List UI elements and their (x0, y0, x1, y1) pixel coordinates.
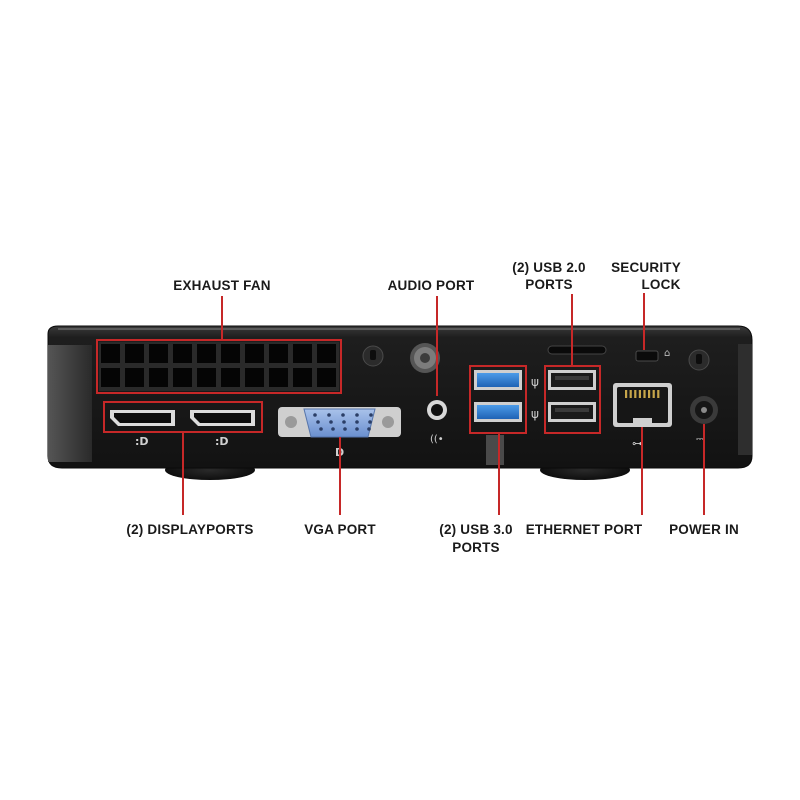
vga-connector[interactable] (278, 407, 401, 438)
grille-slot (269, 368, 288, 387)
vga-pin (342, 420, 346, 424)
usb20-label-line2: PORTS (525, 277, 573, 292)
grille-slot (149, 344, 168, 363)
vga-pin (331, 427, 335, 431)
chassis-screw-1 (362, 345, 384, 367)
grille-slot (317, 344, 336, 363)
grille-slot (173, 368, 192, 387)
displayport-icon: :D (135, 435, 149, 448)
usb3-port-bottom[interactable] (474, 402, 522, 422)
audio-port-label: AUDIO PORT (388, 278, 475, 293)
vga-pin (327, 413, 331, 417)
audio-jack[interactable] (427, 400, 447, 420)
rj45-contact (648, 390, 651, 398)
displayport-2[interactable] (190, 410, 255, 426)
usb-icon: ψ (531, 407, 539, 421)
grille-slot (101, 368, 120, 387)
exhaust-fan-label: EXHAUST FAN (173, 278, 270, 293)
vga-pin (368, 420, 372, 424)
rj45-contact (629, 390, 632, 398)
vga-pin (355, 413, 359, 417)
vga-pin (329, 420, 333, 424)
dc-power-icon: ⎓ (696, 434, 704, 445)
grille-slot (245, 368, 264, 387)
grille-slot (293, 344, 312, 363)
security-lock-label-line1: SECURITY (611, 260, 681, 275)
rj45-contact (643, 390, 646, 398)
vga-pin (367, 427, 371, 431)
callouts (96, 293, 705, 515)
grille-slot (173, 344, 192, 363)
exhaust-fan-highlight (96, 339, 342, 394)
grille-slot (245, 344, 264, 363)
chassis-screw-2 (688, 349, 710, 371)
grille-slot (221, 368, 240, 387)
usb30-label-line1: (2) USB 3.0 (439, 522, 512, 537)
vga-pin (369, 413, 373, 417)
right-bezel (738, 344, 752, 455)
grille-slot (125, 368, 144, 387)
power-in-label: POWER IN (669, 522, 739, 537)
grille-slot (269, 344, 288, 363)
displayports-label: (2) DISPLAYPORTS (126, 522, 253, 537)
grille-slot (197, 368, 216, 387)
vga-pin (316, 420, 320, 424)
vga-pin (313, 413, 317, 417)
rj45-contact (625, 390, 628, 398)
grille-slot (149, 368, 168, 387)
rj45-contact (652, 390, 655, 398)
network-icon: ⊶ (632, 437, 643, 450)
grille-slot (221, 344, 240, 363)
grille-slot (125, 344, 144, 363)
vga-pin (343, 427, 347, 431)
usb30-label-line2: PORTS (452, 540, 500, 555)
displayport-icon: :D (215, 435, 229, 448)
grille-slot (317, 368, 336, 387)
lock-icon: ⌂ (664, 348, 670, 359)
ethernet-jack[interactable] (613, 383, 672, 427)
usb3-port-top[interactable] (474, 370, 522, 390)
rj45-contact (657, 390, 660, 398)
power-in-jack[interactable] (690, 396, 718, 424)
usb2-port-top[interactable] (548, 370, 596, 390)
grille-slot (293, 368, 312, 387)
vga-pin (319, 427, 323, 431)
usb2-port-bottom[interactable] (548, 402, 596, 422)
usb-icon: ψ (531, 375, 539, 389)
vga-pin (355, 427, 359, 431)
thumb-screw (410, 343, 440, 373)
grille-slot (197, 344, 216, 363)
ethernet-port-label: ETHERNET PORT (526, 522, 643, 537)
displayport-1[interactable] (110, 410, 175, 426)
vga-port-label: VGA PORT (304, 522, 376, 537)
security-lock-slot[interactable] (635, 350, 659, 362)
rj45-contact (634, 390, 637, 398)
left-bezel (48, 345, 92, 462)
headphone-icon: ((• (430, 434, 444, 445)
vga-pin (341, 413, 345, 417)
exhaust-fan-grille (99, 342, 339, 391)
card-slot (547, 345, 607, 355)
vga-pin (355, 420, 359, 424)
label-group: EXHAUST FAN AUDIO PORT (2) USB 2.0 PORTS… (126, 260, 739, 555)
grille-slot (101, 344, 120, 363)
rj45-contact (638, 390, 641, 398)
stand-connector (486, 435, 504, 465)
usb20-label-line1: (2) USB 2.0 (512, 260, 585, 275)
security-lock-label-line2: LOCK (641, 277, 680, 292)
